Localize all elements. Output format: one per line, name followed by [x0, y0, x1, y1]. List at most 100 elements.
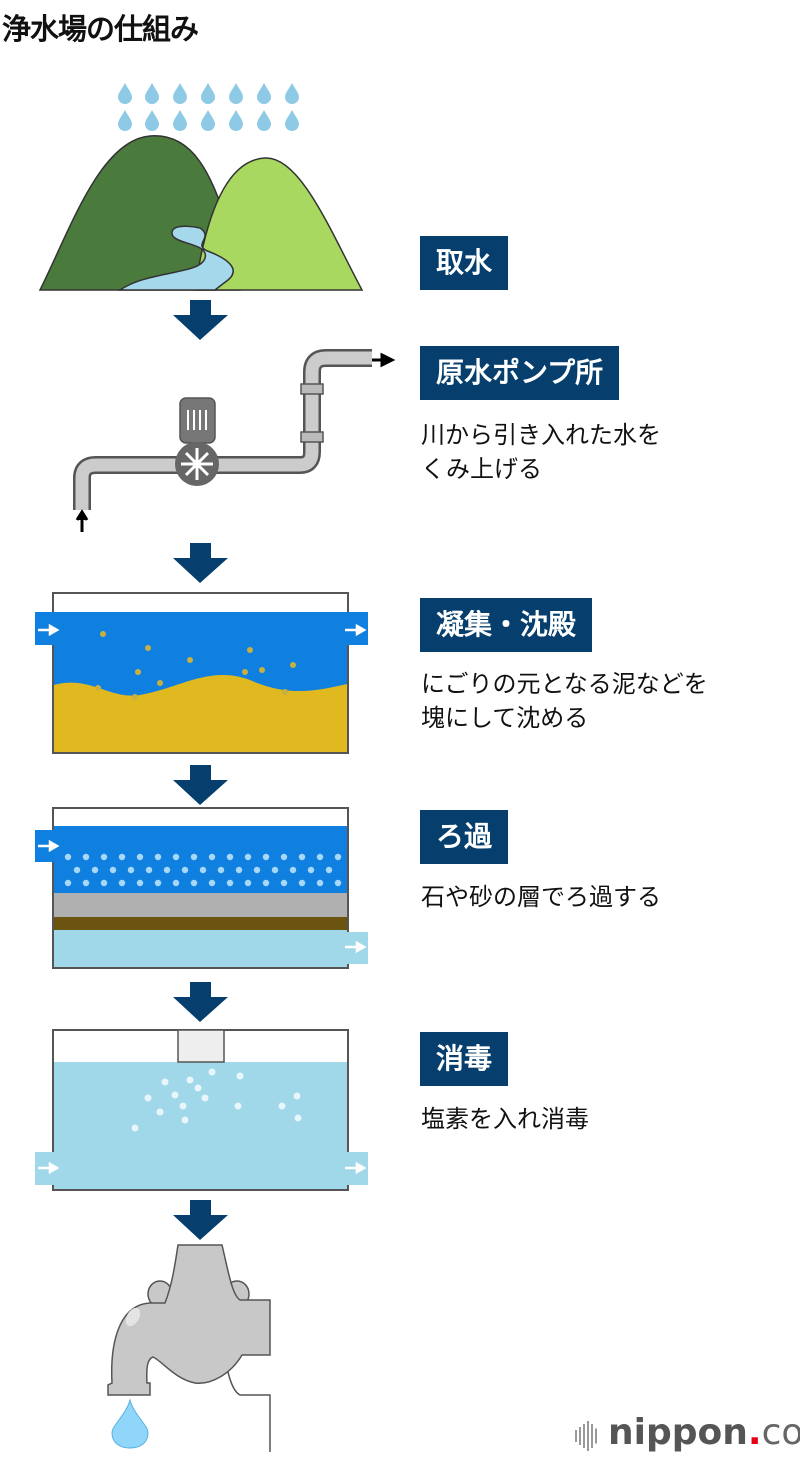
logo-bar [595, 1428, 597, 1444]
desc-line: くみ上げる [421, 455, 542, 483]
filtration-tank [35, 807, 368, 969]
bubble [226, 853, 234, 861]
step-desc-filtration: 石や砂の層でろ過する [421, 880, 661, 914]
bubble [172, 879, 180, 887]
logo-dot: . [747, 1412, 762, 1453]
bubble [109, 866, 117, 874]
bubble [217, 866, 225, 874]
raindrop-icon [201, 110, 215, 131]
step-desc-coagulation: にごりの元となる泥などを 塊にして沈める [421, 667, 708, 735]
bubble [208, 853, 216, 861]
bubble [298, 879, 306, 887]
raindrop-icon [285, 83, 299, 104]
bubble [118, 853, 126, 861]
raindrop-icon [229, 83, 243, 104]
raindrop-icon [118, 83, 132, 104]
bubble [208, 879, 216, 887]
chlorine-bubble [236, 1072, 244, 1080]
chlorine-bubble [278, 1102, 286, 1110]
bubble [262, 853, 270, 861]
bubble [271, 866, 279, 874]
chlorine-bubble [144, 1094, 152, 1102]
bubble [244, 879, 252, 887]
bubble [235, 866, 243, 874]
step-label-intake: 取水 [420, 236, 509, 290]
sediment-particle [290, 662, 296, 668]
step-label-filtration: ろ過 [420, 810, 509, 864]
step-desc-disinfection: 塩素を入れ消毒 [421, 1102, 589, 1136]
step-desc-pump-station: 川から引き入れた水を くみ上げる [421, 418, 661, 486]
bubble [163, 866, 171, 874]
desc-line: 塩素を入れ消毒 [421, 1105, 589, 1133]
bubble [190, 853, 198, 861]
flow-arrows [173, 300, 228, 1240]
mountains-river [38, 135, 364, 291]
logo-bar [575, 1430, 577, 1442]
step-label-coagulation: 凝集・沈殿 [420, 598, 593, 652]
bubble [280, 879, 288, 887]
chlorine-bubble [131, 1124, 139, 1132]
chlorine-bubble [208, 1068, 216, 1076]
bubble [100, 879, 108, 887]
desc-line: 川から引き入れた水を [421, 421, 661, 449]
bubble [316, 879, 324, 887]
page-title: 浄水場の仕組み [2, 12, 199, 46]
bubble [334, 853, 342, 861]
pump-station-illustration [73, 349, 396, 532]
bubble [100, 853, 108, 861]
bubble [298, 853, 306, 861]
bubble [262, 879, 270, 887]
down-arrow-icon [173, 1200, 228, 1240]
bubble [73, 866, 81, 874]
raindrop-icon [118, 110, 132, 131]
sediment-particle [242, 669, 248, 675]
nippon-logo: nippon.com [608, 1412, 800, 1453]
bubble [136, 879, 144, 887]
raindrop-icon [145, 110, 159, 131]
down-arrow-icon [173, 982, 228, 1022]
bubble [172, 853, 180, 861]
coagulation-tank [35, 592, 368, 754]
raindrop-icon [173, 83, 187, 104]
bubble [64, 853, 72, 861]
raindrop-icon [285, 110, 299, 131]
faucet-icon [107, 1244, 271, 1452]
disinfection-tank [35, 1029, 368, 1191]
step-label-disinfection: 消毒 [420, 1032, 509, 1086]
logo-bar [591, 1424, 593, 1448]
logo-bar [587, 1421, 589, 1451]
sediment-particle [187, 657, 193, 663]
logo-bar [579, 1427, 581, 1445]
bubble [145, 866, 153, 874]
bubble [307, 866, 315, 874]
chlorine-bubble [194, 1084, 202, 1092]
logo-name: nippon [608, 1412, 748, 1453]
bubble [154, 879, 162, 887]
sediment-particle [259, 667, 265, 673]
chlorine-bubble [156, 1108, 164, 1116]
bubble [118, 879, 126, 887]
desc-line: 塊にして沈める [421, 704, 589, 732]
logo-text: nippon.com [608, 1412, 800, 1453]
bubble [181, 866, 189, 874]
down-arrow-icon [173, 543, 228, 583]
bubble [82, 853, 90, 861]
chlorine-bubble [179, 1102, 187, 1110]
step-label-pump-station: 原水ポンプ所 [420, 346, 620, 400]
bubble [199, 866, 207, 874]
raindrop-icon [173, 110, 187, 131]
chlorine-bubble [234, 1102, 242, 1110]
bubble [190, 879, 198, 887]
bubble [325, 866, 333, 874]
sediment-particle [100, 631, 106, 637]
sediment-particle [135, 669, 141, 675]
sediment-particle [145, 645, 151, 651]
raindrop-icon [201, 83, 215, 104]
bubble [127, 866, 135, 874]
raindrop-icon [257, 110, 271, 131]
sediment-particle [282, 689, 288, 695]
raindrop-icon [229, 110, 243, 131]
chlorine-bubble [293, 1092, 301, 1100]
down-arrow-icon [173, 300, 228, 340]
bubble [244, 853, 252, 861]
